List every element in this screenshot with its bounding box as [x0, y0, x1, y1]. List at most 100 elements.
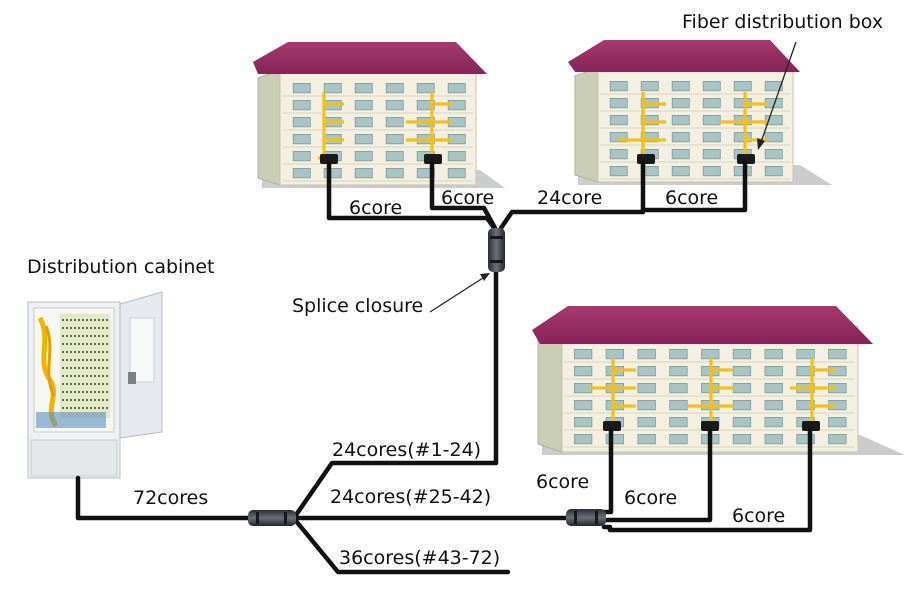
splice-closure-top [488, 228, 505, 272]
building-roof [253, 42, 487, 74]
window [574, 348, 593, 360]
splice-closure-icon [248, 510, 296, 526]
riser-fiber [720, 92, 768, 158]
window [669, 382, 688, 394]
window [671, 165, 690, 177]
window [671, 131, 690, 143]
window [574, 433, 593, 445]
b2-feed-label: 24core [537, 187, 602, 209]
window [764, 365, 783, 377]
window [671, 115, 690, 126]
splice-closure-left [248, 510, 296, 526]
window [447, 150, 466, 162]
window [292, 133, 311, 145]
cabinet-splice-tray [36, 412, 106, 428]
b3-drop-c-label: 6core [732, 505, 785, 527]
fiber-distribution-box-icon [737, 154, 755, 164]
building-side-wall [537, 325, 563, 453]
window [354, 150, 373, 162]
window [292, 117, 311, 128]
window [733, 115, 752, 126]
fiber-distribution-box-icon [320, 154, 338, 164]
window [732, 416, 752, 428]
window [637, 399, 656, 411]
b2-drop-label: 6core [665, 187, 718, 209]
window [732, 365, 752, 377]
window [733, 81, 752, 92]
window [385, 100, 404, 111]
window [640, 81, 659, 92]
cabinet-patch-panel [60, 314, 110, 418]
window [447, 83, 466, 94]
cable-b3-drop-c [601, 427, 813, 533]
window [764, 382, 783, 394]
window [701, 348, 720, 360]
splice-closure-right [566, 509, 606, 526]
splice-closure-icon [566, 509, 606, 526]
window [669, 433, 688, 445]
window [732, 348, 752, 360]
window [764, 433, 783, 445]
splice-closure-icon [488, 228, 505, 272]
riser-fiber [790, 358, 836, 424]
window [732, 399, 752, 411]
window [574, 399, 593, 411]
window [764, 148, 783, 160]
window [605, 433, 624, 445]
window [764, 416, 783, 428]
building-side-wall [574, 67, 599, 183]
window [385, 83, 404, 94]
window [669, 399, 688, 411]
building-front-wall [597, 67, 794, 183]
window [292, 83, 311, 94]
building-1 [253, 42, 505, 188]
window [764, 165, 783, 177]
cable-main-feed [75, 475, 253, 521]
fiber-box-pointer [759, 41, 797, 146]
cable-b3-drop-a [601, 427, 614, 515]
b3-drop-a-label: 6core [536, 471, 589, 493]
cable-branch-bottom [293, 518, 511, 575]
window [640, 131, 659, 143]
fiber-distribution-box-icon [802, 421, 820, 431]
window [732, 433, 752, 445]
fiber-distribution-box-icon [603, 421, 621, 431]
window [732, 382, 752, 394]
window [702, 98, 721, 109]
building-roof [532, 306, 873, 344]
window [609, 115, 628, 126]
window [416, 167, 435, 179]
branch-middle-label: 24cores(#25-42) [330, 486, 491, 508]
window [637, 382, 656, 394]
window [609, 165, 628, 177]
window [385, 150, 404, 162]
window [669, 365, 688, 377]
window [574, 365, 593, 377]
cable-b3-drop-b [601, 427, 713, 523]
window [609, 98, 628, 109]
window [671, 148, 690, 160]
window [733, 131, 752, 143]
fiber-distribution-box-icon [637, 154, 655, 164]
window [385, 133, 404, 145]
riser-fiber [688, 358, 734, 424]
pointer-arrows [429, 41, 797, 313]
window [323, 167, 342, 179]
window [671, 98, 690, 109]
window [292, 150, 311, 162]
window [385, 117, 404, 128]
splice-closure-pointer [429, 275, 487, 313]
window [702, 81, 721, 92]
window [574, 382, 593, 394]
b3-drop-b-label: 6core [624, 487, 677, 509]
window [416, 83, 435, 94]
cabinet-fiber-bundle [44, 325, 56, 397]
distribution-cabinet-label: Distribution cabinet [27, 256, 215, 278]
window [354, 167, 373, 179]
window [385, 167, 404, 179]
window [828, 416, 847, 428]
window [292, 167, 311, 179]
window [323, 83, 342, 94]
branch-bottom-label: 36cores(#43-72) [339, 547, 500, 569]
